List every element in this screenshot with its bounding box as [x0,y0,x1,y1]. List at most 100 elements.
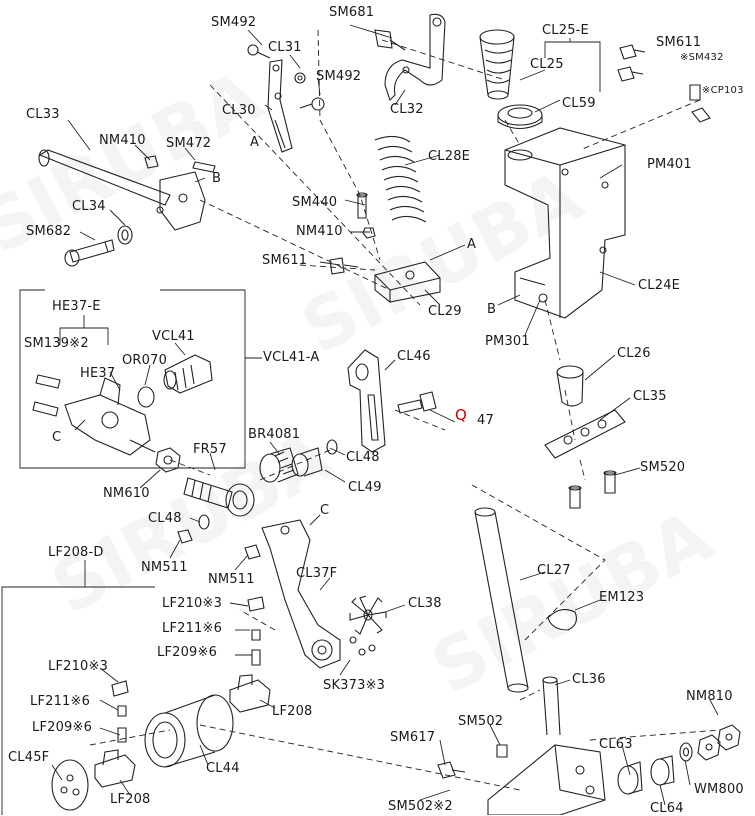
part-cl46-lever [347,349,386,453]
label-q47-q: Q [455,406,468,424]
label-wm800: WM800 [694,782,744,797]
label-cl48-left: CL48 [148,511,182,526]
part-nm610-nut [155,447,181,473]
label-lf210-upper: LF210※3 [162,596,223,611]
label-cl64: CL64 [650,801,684,816]
label-lf209-lower: LF209※6 [32,720,93,735]
label-cl36: CL36 [572,672,606,687]
part-vcl41-shaft [163,354,213,394]
part-or070-ring [137,386,155,408]
label-cl46: CL46 [397,349,431,364]
part-small-fasteners-top [329,192,376,275]
label-he37e: HE37-E [52,299,101,314]
label-lf211-upper: LF211※6 [162,621,223,636]
label-a-mid: A [467,237,477,252]
label-lf210-lower: LF210※3 [48,659,109,674]
label-sm492-top: SM492 [211,15,257,30]
label-cl25: CL25 [530,57,564,72]
part-cl29-block [374,261,441,303]
part-sm520-screws [568,470,617,509]
label-sk373: SK373※3 [323,678,386,693]
label-q47-number: 47 [477,413,494,428]
label-cl24e: CL24E [638,278,681,293]
label-sm440: SM440 [292,195,338,210]
part-fr57-bolt [183,477,255,517]
part-cl33-lever [38,149,206,231]
part-cl32-bracket [374,13,446,102]
label-vcl41a: VCL41-A [263,350,320,365]
part-cl44-cylinder [144,694,234,768]
label-nm810: NM810 [686,689,733,704]
label-a-top: A [250,135,260,150]
label-sm492-mid: SM492 [316,69,362,84]
part-lower-frame [487,744,606,815]
label-cl30: CL30 [222,103,256,118]
label-vcl41: VCL41 [152,329,195,344]
label-cl59: CL59 [562,96,596,111]
label-cl48-right: CL48 [346,450,380,465]
part-cl35-plate [544,409,626,459]
label-lf209-upper: LF209※6 [157,645,218,660]
label-b-left: B [212,171,222,186]
label-cl44: CL44 [206,761,240,776]
label-nm610: NM610 [103,486,150,501]
label-nm511-left: NM511 [141,560,188,575]
label-cl37f: CL37F [296,566,338,581]
label-cl45f: CL45F [8,750,50,765]
part-cl45f-disk [51,759,89,811]
part-cl26-sleeve [556,365,584,407]
label-lf208-upper: LF208 [272,704,313,719]
part-nm410-sm472 [144,155,216,173]
label-cl26: CL26 [617,346,651,361]
label-nm511-right: NM511 [208,572,255,587]
label-cl35: CL35 [633,389,667,404]
part-cl25-roller [479,29,515,100]
part-lf208-holder-lower [94,749,136,788]
part-br4081-bearing [259,447,299,483]
label-cl33: CL33 [26,107,60,122]
part-lf-pins-lower [111,680,129,743]
label-cp103: ※CP103 [702,85,744,96]
label-c-left: C [52,430,62,445]
label-sm617: SM617 [390,730,436,745]
label-lf208d: LF208-D [48,545,104,560]
part-sm492-screws [247,44,325,111]
part-sk373-screws [349,636,376,656]
part-cl49-sleeve [291,447,323,477]
label-sm502: SM502 [458,714,504,729]
part-cl38-fan [349,595,387,635]
label-lf211-lower: LF211※6 [30,694,91,709]
label-cl63: CL63 [599,737,633,752]
part-sm611-right [617,44,711,123]
part-em123-clip [547,609,577,631]
label-cl38: CL38 [408,596,442,611]
part-cl24e-housing [504,127,626,319]
label-or070: OR070 [122,353,168,368]
label-nm410-left: NM410 [99,133,146,148]
part-cl36-pin [542,676,561,736]
label-b-mid: B [487,302,497,317]
part-nm810-nuts [697,724,741,761]
label-sm502-2: SM502※2 [388,799,453,814]
part-cl30-arm [267,59,293,153]
label-cl25e: CL25-E [542,23,589,38]
label-sm432: ※SM432 [680,52,724,63]
part-lf208-holder-upper [229,674,271,713]
part-cl37f-crank [261,519,341,669]
label-sm611-mid: SM611 [262,253,308,268]
label-em123: EM123 [599,590,645,605]
label-c-mid: C [320,503,330,518]
part-lf-pins-upper [247,596,265,666]
part-cl28e-spring [374,135,427,223]
label-cl34: CL34 [72,199,106,214]
label-nm410-mid: NM410 [296,224,343,239]
part-cl59-collar [497,104,543,130]
label-cl49: CL49 [348,480,382,495]
part-sm139-screws [32,374,61,417]
part-nm511-nuts [177,529,261,560]
part-cl34-sm682 [64,225,133,267]
part-wm800-washer [679,742,693,762]
label-pm401: PM401 [647,157,692,172]
